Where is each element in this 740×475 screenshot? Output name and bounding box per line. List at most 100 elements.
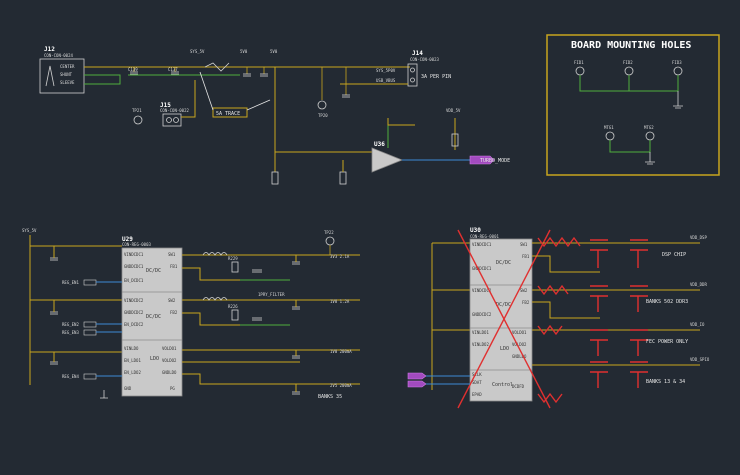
svg-text:EN_DCDC1: EN_DCDC1 xyxy=(124,278,144,283)
power-switch-symbol xyxy=(204,62,230,72)
svg-text:FB2: FB2 xyxy=(522,300,530,305)
u30-note-ddr: BANKS 502 DDR3 xyxy=(646,299,688,305)
mtg2-label: MTG2 xyxy=(644,125,654,130)
u29-ctrl-4: REG_EN4 xyxy=(62,374,79,379)
tp21-label: TP21 xyxy=(132,108,142,113)
u29-out-5 xyxy=(182,373,360,385)
u29-block-2: DC/DC xyxy=(146,314,161,320)
svg-text:VINDCDC1: VINDCDC1 xyxy=(472,242,492,247)
fid-gnd-symbol xyxy=(673,91,683,109)
u29-part: CON-REG-0003 xyxy=(122,242,151,247)
u29-net-1v8: 1V8 1.2A xyxy=(330,299,350,304)
u29-net-2v5: 2V5 200mA xyxy=(330,383,352,388)
j14-ref: J14 xyxy=(412,50,423,57)
j14-net2: USB_VBUS xyxy=(376,78,396,83)
mtg1-label: MTG1 xyxy=(604,125,614,130)
trace-note-leader-2 xyxy=(199,71,214,111)
u30-regulator-section: U30 CON-REG-0001 DC/DC DC/DC LDO Control… xyxy=(407,227,710,409)
j14-part: CON-CON-0023 xyxy=(410,57,439,62)
top-power-input-section: J12 CON-CON-0024 CENTER SHUNT SLEEVE C13… xyxy=(39,46,510,185)
trace-note-leader xyxy=(246,99,271,111)
testpoint-tp20 xyxy=(317,100,327,110)
u30-fb xyxy=(532,255,600,319)
tp20-label: TP20 xyxy=(318,113,328,118)
j15-pin-2 xyxy=(173,117,179,123)
svg-text:SW1: SW1 xyxy=(168,252,176,257)
u29-bank-label: BANKS 35 xyxy=(318,394,342,400)
u30-reject-marks xyxy=(537,236,648,404)
svg-text:VINDCDC2: VINDCDC2 xyxy=(124,298,144,303)
fid1-hole xyxy=(575,66,585,76)
j12-pin-shunt: SHUNT xyxy=(60,72,73,77)
svg-text:VINLDO: VINLDO xyxy=(124,346,139,351)
u30-net-dsp: VDD_DSP xyxy=(690,235,707,240)
svg-text:SW2: SW2 xyxy=(520,288,528,293)
fid-gnd-wires xyxy=(579,75,679,92)
resistor-r1 xyxy=(271,171,279,185)
svg-text:VOLDO2: VOLDO2 xyxy=(512,342,527,347)
u29-filter-label: 1PRY_FILTER xyxy=(258,292,285,297)
svg-text:GNDLDO: GNDLDO xyxy=(512,354,527,359)
u30-block-2: DC/DC xyxy=(496,302,511,308)
u30-note-dsp: DSP CHIP xyxy=(662,252,686,258)
u29-input-rail xyxy=(29,235,122,385)
net-5v0-b: 5V0 xyxy=(270,49,278,54)
svg-text:VINLDO1: VINLDO1 xyxy=(472,330,489,335)
u30-sdat-port xyxy=(407,380,427,388)
u29-inductor-1 xyxy=(202,252,228,256)
trace-note-box xyxy=(212,107,248,118)
u29-ctrl-3: REG_EN3 xyxy=(62,330,79,335)
svg-text:EN_LDO2: EN_LDO2 xyxy=(124,370,141,375)
svg-text:EPAD: EPAD xyxy=(472,392,482,397)
u30-body xyxy=(469,238,533,402)
resistor-r2 xyxy=(339,171,347,185)
u29-input-caps xyxy=(50,246,108,399)
u29-ctrl-2: REG_EN2 xyxy=(62,322,79,327)
svg-text:VINDCDC2: VINDCDC2 xyxy=(472,288,492,293)
resistor-r3 xyxy=(451,133,459,147)
u30-net-ddr: VDD_DDR xyxy=(690,282,707,287)
mtg-gnd-symbol xyxy=(645,152,655,165)
u29-control-ports xyxy=(83,279,122,380)
fid3-hole xyxy=(673,66,683,76)
svg-text:SW1: SW1 xyxy=(520,242,528,247)
u30-part: CON-REG-0001 xyxy=(470,234,499,239)
mtg2-hole xyxy=(645,131,655,141)
mtg1-hole xyxy=(605,131,615,141)
svg-text:GNDLDO: GNDLDO xyxy=(162,370,177,375)
u30-reject-x-2 xyxy=(457,229,551,409)
j15-body xyxy=(162,113,182,127)
ref-c137: C137 xyxy=(168,67,178,72)
svg-text:DCDFD: DCDFD xyxy=(512,384,525,389)
rail-to-u36 xyxy=(274,67,372,153)
j15-part: CON-CON-0022 xyxy=(160,108,189,113)
net-sys5v: SYS_5V xyxy=(190,49,205,54)
j12-gnd-wire xyxy=(84,74,121,85)
j15-ref: J15 xyxy=(160,102,171,109)
u30-ref: U30 xyxy=(470,227,481,234)
j14-note: 3A PER PIN xyxy=(421,74,451,80)
u29-feedback-network xyxy=(231,255,300,395)
u29-fb-1 xyxy=(182,267,240,281)
u29-ctrl-1: REG_EN1 xyxy=(62,280,79,285)
svg-text:VOLDO1: VOLDO1 xyxy=(162,346,177,351)
u30-left-pins: VINDCDC1 GNDDCDC1 VINDCDC2 GNDDCDC2 VINL… xyxy=(472,242,492,397)
svg-text:VINLDO2: VINLDO2 xyxy=(472,342,489,347)
svg-text:GND: GND xyxy=(124,386,132,391)
u29-fb-2 xyxy=(182,312,240,326)
input-caps xyxy=(130,67,268,77)
fid1-label: FID1 xyxy=(574,60,584,65)
u36-body xyxy=(371,147,404,173)
fid2-hole xyxy=(624,66,634,76)
j15-wire xyxy=(181,80,196,118)
mtg-gnd-wires xyxy=(609,140,651,153)
u30-block-3: LDO xyxy=(500,346,509,352)
u30-block-1: DC/DC xyxy=(496,260,511,266)
u29-body xyxy=(121,247,183,397)
u30-net-spio: VDD_SPIO xyxy=(690,357,710,362)
u30-net-io: VDD_IO xyxy=(690,322,705,327)
svg-text:PG: PG xyxy=(170,386,175,391)
svg-text:GNDDCDC1: GNDDCDC1 xyxy=(124,264,144,269)
u29-regulator-section: SYS_5V U29 CON-REG-0003 DC/DC DC/DC LDO … xyxy=(22,228,360,400)
svg-text:VINDCDC1: VINDCDC1 xyxy=(124,252,144,257)
